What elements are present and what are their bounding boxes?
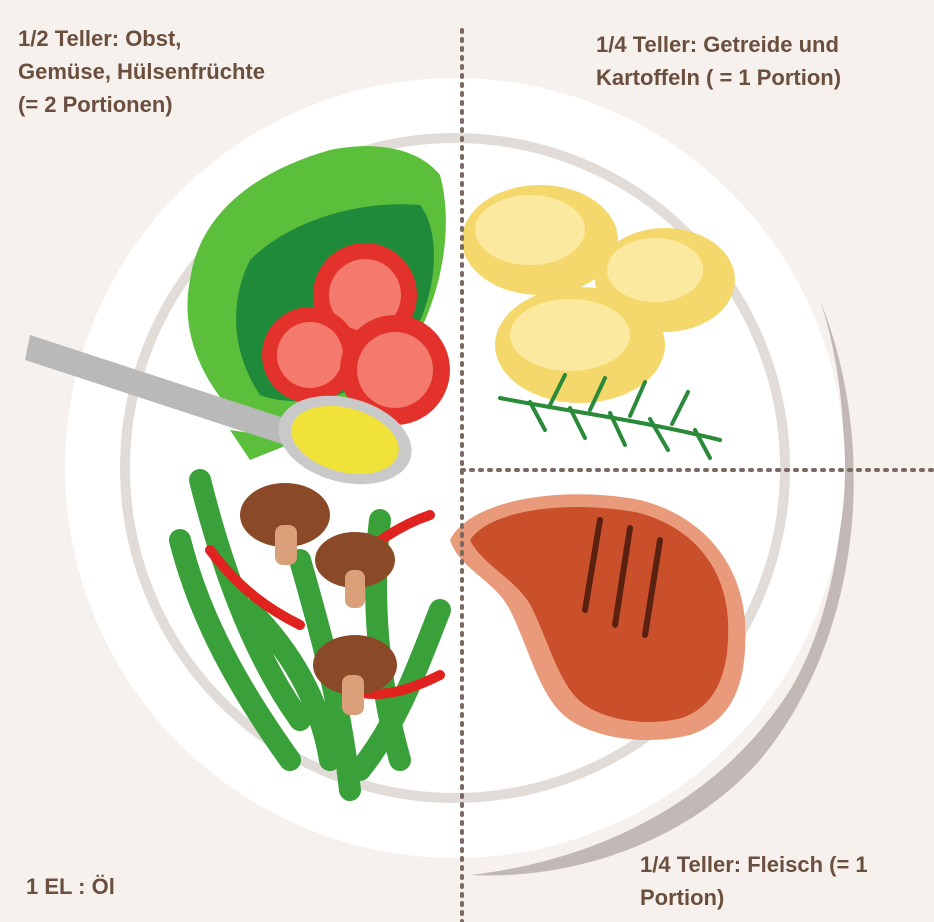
label-quarter-meat: 1/4 Teller: Fleisch (= 1 Portion) — [640, 848, 930, 914]
label-half-plate: 1/2 Teller: Obst, Gemüse, Hülsenfrüchte … — [18, 22, 378, 121]
label-quarter-grains: 1/4 Teller: Getreide und Kartoffeln ( = … — [596, 28, 931, 94]
plate — [65, 78, 845, 858]
label-oil: 1 EL : Öl — [26, 870, 226, 903]
